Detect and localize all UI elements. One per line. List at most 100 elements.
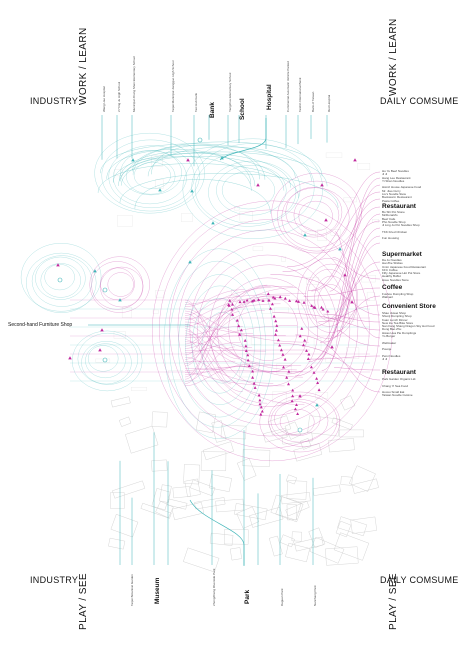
map-block: [351, 478, 379, 494]
contour-ring: [270, 399, 329, 443]
map-block: [194, 497, 226, 510]
list-item: Pasta Coffee: [382, 198, 400, 203]
contour-ring: [277, 180, 357, 252]
contour-ring: [217, 277, 318, 387]
map-block: [366, 291, 376, 301]
contour-ring: [35, 256, 86, 300]
map-block: [118, 416, 132, 427]
contour-ring: [221, 171, 275, 210]
flow-line: [184, 310, 253, 348]
flow-line: [184, 311, 240, 384]
map-block: [236, 458, 257, 481]
contour-ring: [44, 264, 75, 291]
map-block: [274, 307, 289, 313]
list-item: Healthy Buffet: [382, 274, 401, 279]
contour-ring: [91, 261, 144, 310]
map-block: [215, 498, 244, 513]
map-block: [300, 438, 312, 450]
list-item: Umin Japanese Food Restaurant: [382, 264, 427, 269]
location-marker: [293, 407, 297, 411]
list-item: TKK Fried Chicken: [382, 229, 408, 234]
contour-ring: [152, 200, 393, 462]
location-marker: [267, 298, 271, 302]
right-list-group-0: Hu Ye Beef Noodles Ji Ji Hang Lee Restau…: [382, 169, 421, 203]
map-block: [272, 391, 287, 404]
location-marker: [230, 307, 234, 311]
location-marker: [258, 398, 262, 402]
map-block: [286, 504, 297, 521]
contour-ring: [169, 219, 370, 437]
location-marker: [247, 364, 251, 368]
map-block: [348, 465, 376, 492]
location-marker: [235, 318, 239, 322]
contour-ring: [159, 209, 380, 449]
location-marker: [274, 333, 278, 336]
location-marker: [278, 295, 282, 299]
location-marker: [244, 349, 248, 352]
hub-node: [102, 357, 108, 363]
right-heading-convenient-store: Convenient Store: [382, 303, 436, 310]
map-block: [202, 441, 234, 461]
flow-line: [184, 310, 265, 360]
flow-line: [184, 325, 298, 349]
map-block: [325, 546, 359, 566]
location-marker: [251, 375, 255, 379]
flow-line: [184, 295, 290, 320]
location-marker: [324, 218, 328, 222]
map-block: [339, 429, 364, 438]
list-item: Hooxu Small Eat: [382, 390, 405, 395]
flow-line: [119, 151, 256, 187]
flow-line: [119, 173, 339, 208]
contour-ring: [216, 165, 287, 216]
list-item: Peixi Noodles: [382, 353, 401, 358]
location-marker: [186, 158, 190, 162]
location-marker: [321, 307, 325, 311]
location-marker: [315, 403, 319, 407]
location-marker: [242, 300, 246, 303]
map-block: [325, 357, 331, 363]
map-block: [313, 338, 322, 350]
location-marker: [296, 412, 300, 415]
location-marker: [297, 300, 300, 303]
location-marker: [276, 338, 280, 342]
contour-ring: [101, 139, 200, 212]
map-block: [110, 396, 131, 408]
flow-line: [308, 213, 381, 362]
list-item: Hu Ye Beef Noodles: [382, 169, 409, 173]
map-block: [242, 449, 271, 467]
map-block: [291, 531, 302, 542]
map-block: [239, 366, 254, 378]
location-marker: [300, 327, 304, 330]
list-item: Bookworm Restaurant: [382, 195, 412, 200]
contour-ring: [178, 274, 262, 418]
location-marker: [320, 305, 323, 309]
location-marker: [231, 313, 235, 316]
map-block: [315, 392, 329, 399]
location-marker: [271, 295, 275, 299]
contour-ring: [40, 263, 81, 298]
flow-line: [147, 146, 312, 182]
contour-ring: [297, 258, 358, 339]
contour-ring: [72, 330, 143, 392]
map-block: [151, 488, 171, 511]
flow-line: [121, 156, 285, 191]
map-block: [195, 411, 216, 434]
flow-line: [184, 286, 271, 356]
contour-ring: [307, 269, 351, 327]
map-block: [335, 520, 352, 538]
flow-line: [308, 355, 381, 360]
flow-line: [106, 149, 251, 184]
contour-ring: [305, 263, 357, 333]
contour-ring: [314, 275, 349, 322]
corner-daily-consume-bottom: DAILY COMSUME: [380, 575, 459, 585]
list-item: KFC Coffee: [382, 267, 398, 272]
location-marker: [98, 348, 102, 352]
top-label-11: Bank of Taiwan: [311, 91, 315, 112]
flow-line: [184, 357, 274, 384]
contour-rings: [20, 133, 393, 462]
list-item: Kuan Lunch Dinner: [382, 317, 408, 322]
list-item: McDonald's: [382, 213, 398, 218]
contour-ring: [94, 133, 205, 214]
location-marker: [250, 299, 254, 303]
map-block: [224, 529, 249, 545]
